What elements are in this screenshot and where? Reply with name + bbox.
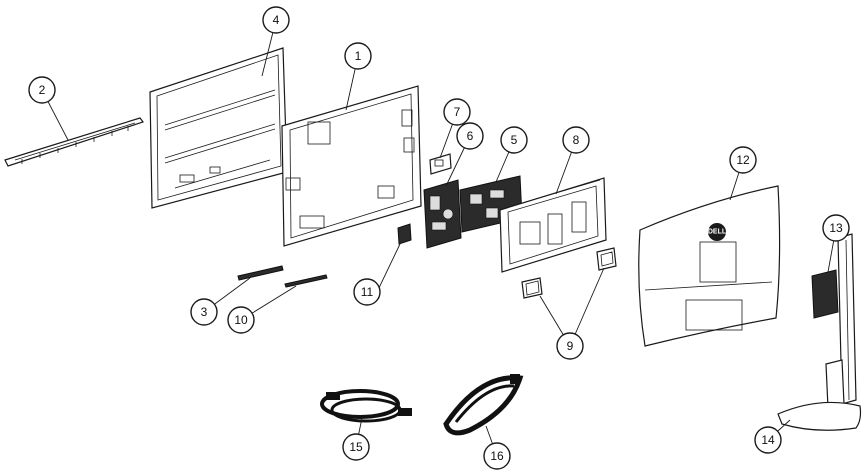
callout-15-label: 15 (349, 440, 363, 454)
part-small-bracket (398, 224, 411, 244)
part-display-cable (446, 374, 520, 433)
part-rear-cover: DELL (639, 186, 780, 346)
callout-5-label: 5 (511, 133, 518, 147)
callout-14: 14 (755, 427, 781, 453)
callout-6-label: 6 (467, 129, 474, 143)
callout-1: 1 (345, 43, 371, 69)
callout-6: 6 (457, 123, 483, 149)
callout-7-label: 7 (454, 105, 461, 119)
callout-12: 12 (730, 147, 756, 173)
callout-7: 7 (444, 99, 470, 125)
dell-logo-text: DELL (708, 229, 727, 236)
callout-5: 5 (501, 127, 527, 153)
callout-4-label: 4 (273, 13, 280, 27)
callout-10-label: 10 (234, 313, 248, 327)
part-stand-base (778, 402, 861, 430)
part-chassis-frame (150, 48, 287, 208)
part-button-board (238, 266, 283, 280)
callout-11-label: 11 (361, 285, 374, 299)
callout-8-label: 8 (573, 133, 580, 147)
callout-12-label: 12 (736, 153, 750, 167)
callout-11: 11 (354, 279, 380, 305)
callout-9-label: 9 (567, 339, 574, 353)
callout-15: 15 (343, 434, 369, 460)
callout-10: 10 (228, 307, 254, 333)
callout-2: 2 (29, 77, 55, 103)
callout-16-label: 16 (490, 449, 504, 463)
callout-3: 3 (191, 299, 217, 325)
callout-9: 9 (557, 333, 583, 359)
part-led-light-bar (5, 118, 143, 166)
callout-4: 4 (263, 7, 289, 33)
part-hinge-plate (812, 270, 838, 318)
part-power-cable (322, 391, 412, 421)
callout-3-label: 3 (201, 305, 208, 319)
part-middle-frame (282, 86, 421, 246)
callout-14-label: 14 (761, 433, 775, 447)
part-cable-strip (285, 275, 327, 287)
callout-2-label: 2 (39, 83, 46, 97)
callout-13: 13 (823, 215, 849, 241)
callout-13-label: 13 (829, 221, 843, 235)
callout-8: 8 (563, 127, 589, 153)
callout-16: 16 (484, 443, 510, 469)
part-power-board (424, 180, 461, 248)
callout-1-label: 1 (355, 49, 362, 63)
